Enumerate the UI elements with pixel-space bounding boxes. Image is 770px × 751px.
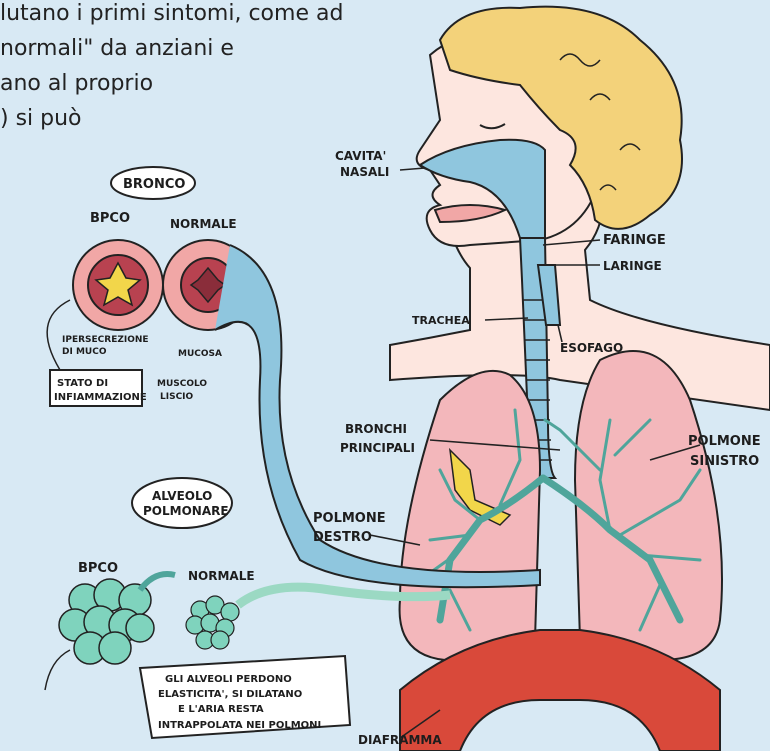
lungs — [400, 351, 722, 661]
label-trachea: TRACHEA — [412, 314, 470, 327]
bronco-title: BRONCO — [123, 177, 185, 192]
label-cavita: CAVITA' — [335, 149, 386, 163]
muscolo-label-1: MUSCOLO — [157, 379, 207, 389]
infiammazione-label-2: INFIAMMAZIONE — [54, 392, 147, 403]
muscolo-label-2: LISCIO — [160, 392, 194, 402]
label-laringe: LARINGE — [603, 259, 662, 273]
alveolo-bpco-label: BPCO — [78, 561, 118, 576]
bronco-normale-label: NORMALE — [170, 217, 237, 231]
alveoli-note-3: E L'ARIA RESTA — [178, 704, 264, 715]
right-lung — [400, 371, 540, 661]
alveoli-note-1: GLI ALVEOLI PERDONO — [165, 674, 292, 685]
alveolo-title-2: POLMONARE — [143, 504, 229, 518]
label-principali: PRINCIPALI — [340, 441, 415, 455]
label-polmone-sinistro-2: SINISTRO — [690, 454, 759, 469]
label-polmone-destro-1: POLMONE — [313, 511, 386, 526]
alveolo-normale-label: NORMALE — [188, 569, 255, 583]
normal-alveoli — [186, 596, 239, 649]
label-esofago: ESOFAGO — [560, 341, 623, 355]
bronco-bpco-label: BPCO — [90, 211, 130, 226]
alveolo-title-1: ALVEOLO — [152, 489, 212, 503]
alveoli-note-4: INTRAPPOLATA NEI POLMONI — [158, 720, 321, 731]
label-diaframma: DIAFRAMMA — [358, 733, 442, 747]
label-bronchi: BRONCHI — [345, 422, 407, 436]
mucosa-label: MUCOSA — [178, 349, 222, 359]
infiammazione-label-1: STATO DI — [57, 378, 108, 389]
bpco-alveoli — [59, 579, 154, 664]
label-polmone-destro-2: DESTRO — [313, 530, 372, 545]
label-faringe: FARINGE — [603, 233, 666, 248]
label-polmone-sinistro-1: POLMONE — [688, 434, 761, 449]
ipersecrezione-label-1: IPERSECREZIONE — [62, 335, 149, 345]
alveoli-note-2: ELASTICITA', SI DILATANO — [158, 689, 302, 700]
ipersecrezione-label-2: DI MUCO — [62, 347, 107, 357]
label-nasali: NASALI — [340, 165, 389, 179]
